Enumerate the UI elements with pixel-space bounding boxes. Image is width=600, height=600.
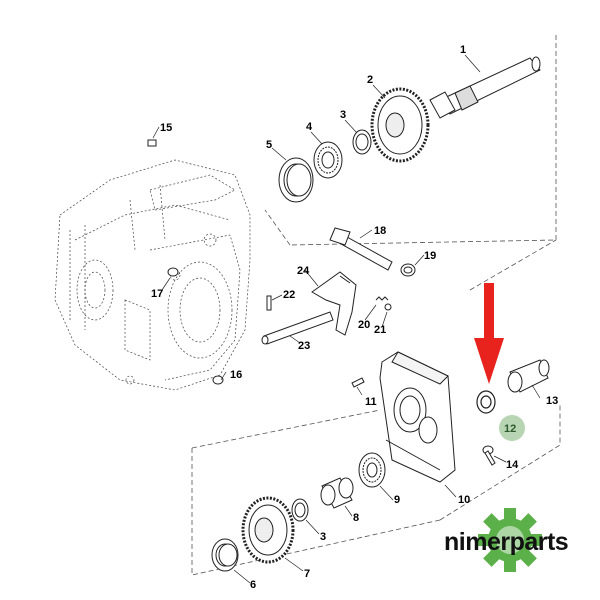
- part-15-plug: [147, 139, 157, 147]
- part-14-bolt: [482, 445, 496, 466]
- label-part-13: 13: [546, 395, 558, 407]
- part-22-pin: [266, 295, 272, 311]
- label-part-14: 14: [506, 459, 519, 471]
- brand-wordmark: nimerparts: [444, 528, 569, 556]
- part-5-seal-ring: [278, 157, 314, 203]
- part-21-ball: [384, 303, 392, 311]
- label-part-20: 20: [358, 319, 370, 331]
- part-12-highlight-badge: [499, 415, 525, 441]
- label-part-21: 21: [374, 324, 386, 336]
- part-17-plug: [167, 267, 179, 277]
- part-3-washer-lower: [291, 498, 309, 522]
- part-1-main-shaft: [429, 56, 541, 119]
- label-part-3-lower: 3: [320, 531, 326, 543]
- part-8-spacer: [320, 477, 354, 509]
- assembly-outline-upper: [264, 35, 557, 291]
- label-part-16: 16: [230, 369, 242, 381]
- label-part-11: 11: [365, 396, 377, 408]
- label-part-4: 4: [306, 121, 313, 133]
- part-3-washer-upper: [352, 129, 372, 155]
- label-part-3-upper: 3: [340, 109, 346, 121]
- part-19-washer: [400, 263, 416, 277]
- part-7-gear: [241, 496, 295, 564]
- part-12-seal: [476, 390, 496, 414]
- part-24-shift-fork: [311, 271, 357, 336]
- part-labels: 1 2 3 4 5 15 17 16 18 19 24 22 20 21 23 …: [151, 44, 558, 591]
- label-part-12: 12: [504, 423, 516, 435]
- label-part-5: 5: [266, 139, 272, 151]
- part-23-shift-rail: [261, 311, 334, 345]
- label-part-22: 22: [283, 289, 295, 301]
- leader-lines: [152, 54, 541, 584]
- label-part-19: 19: [424, 250, 436, 262]
- label-part-1: 1: [460, 44, 466, 56]
- part-13-sleeve: [507, 359, 550, 393]
- part-16-plug: [212, 375, 224, 385]
- part-18-shift-shaft: [329, 227, 393, 271]
- label-part-9: 9: [394, 494, 400, 506]
- label-part-10: 10: [458, 494, 470, 506]
- part-9-bearing: [358, 452, 386, 488]
- part-4-bearing: [313, 141, 343, 179]
- transmission-housing: [54, 159, 251, 391]
- red-arrow-icon: [474, 283, 504, 384]
- part-2-large-gear: [370, 87, 430, 163]
- label-part-24: 24: [297, 265, 310, 277]
- label-part-8: 8: [353, 512, 359, 524]
- part-20-spring: [375, 296, 389, 301]
- part-11-dowel: [351, 377, 365, 388]
- label-part-15: 15: [160, 122, 172, 134]
- label-part-17: 17: [151, 288, 163, 300]
- label-part-7: 7: [304, 568, 310, 580]
- part-10-cover: [379, 351, 456, 483]
- label-part-2: 2: [367, 74, 373, 86]
- label-part-6: 6: [250, 579, 256, 591]
- label-part-23: 23: [298, 340, 310, 352]
- part-6-bearing: [211, 538, 239, 572]
- label-part-18: 18: [374, 225, 386, 237]
- assembly-outline-lower: [191, 405, 561, 576]
